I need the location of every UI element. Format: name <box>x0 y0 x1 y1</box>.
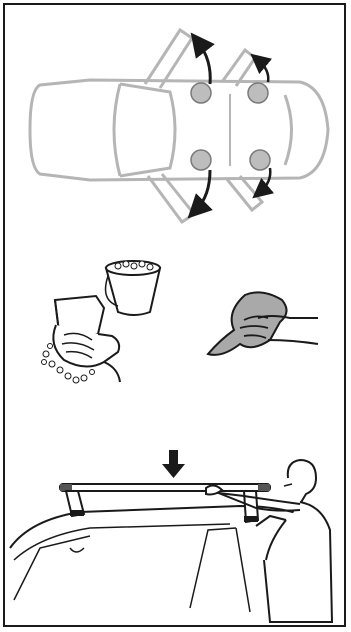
down-arrow-icon <box>162 450 185 478</box>
rear-window <box>285 95 292 165</box>
mount-point-front-right <box>191 150 211 170</box>
windshield <box>114 84 120 176</box>
roof-rack-bar <box>60 484 270 522</box>
arrow-open-front-left <box>198 42 210 84</box>
hand-wiping-cloth-icon <box>208 292 318 354</box>
rear-right-door <box>226 176 262 210</box>
car-body-outline <box>30 80 328 180</box>
roof-rack-installation-icon <box>10 450 332 622</box>
wash-and-wipe-icon <box>42 261 319 383</box>
windshield-edge <box>14 524 230 560</box>
a-pillar <box>14 536 90 600</box>
front-cabin <box>120 84 175 176</box>
mount-point-front-left <box>191 83 211 103</box>
arrow-open-front-right <box>196 170 210 210</box>
water-bucket-icon <box>106 261 160 315</box>
door-frame <box>190 528 236 608</box>
arrow-open-rear-left <box>258 60 268 82</box>
arrow-open-rear-right <box>260 168 270 192</box>
mirror <box>70 548 84 552</box>
mount-point-rear-right <box>250 150 270 170</box>
b-pillar <box>236 528 250 612</box>
hand-with-sponge-icon <box>42 296 121 383</box>
front-right-door <box>148 174 194 222</box>
car-top-view-doors-open-icon <box>30 30 328 222</box>
mount-point-rear-left <box>248 83 268 103</box>
